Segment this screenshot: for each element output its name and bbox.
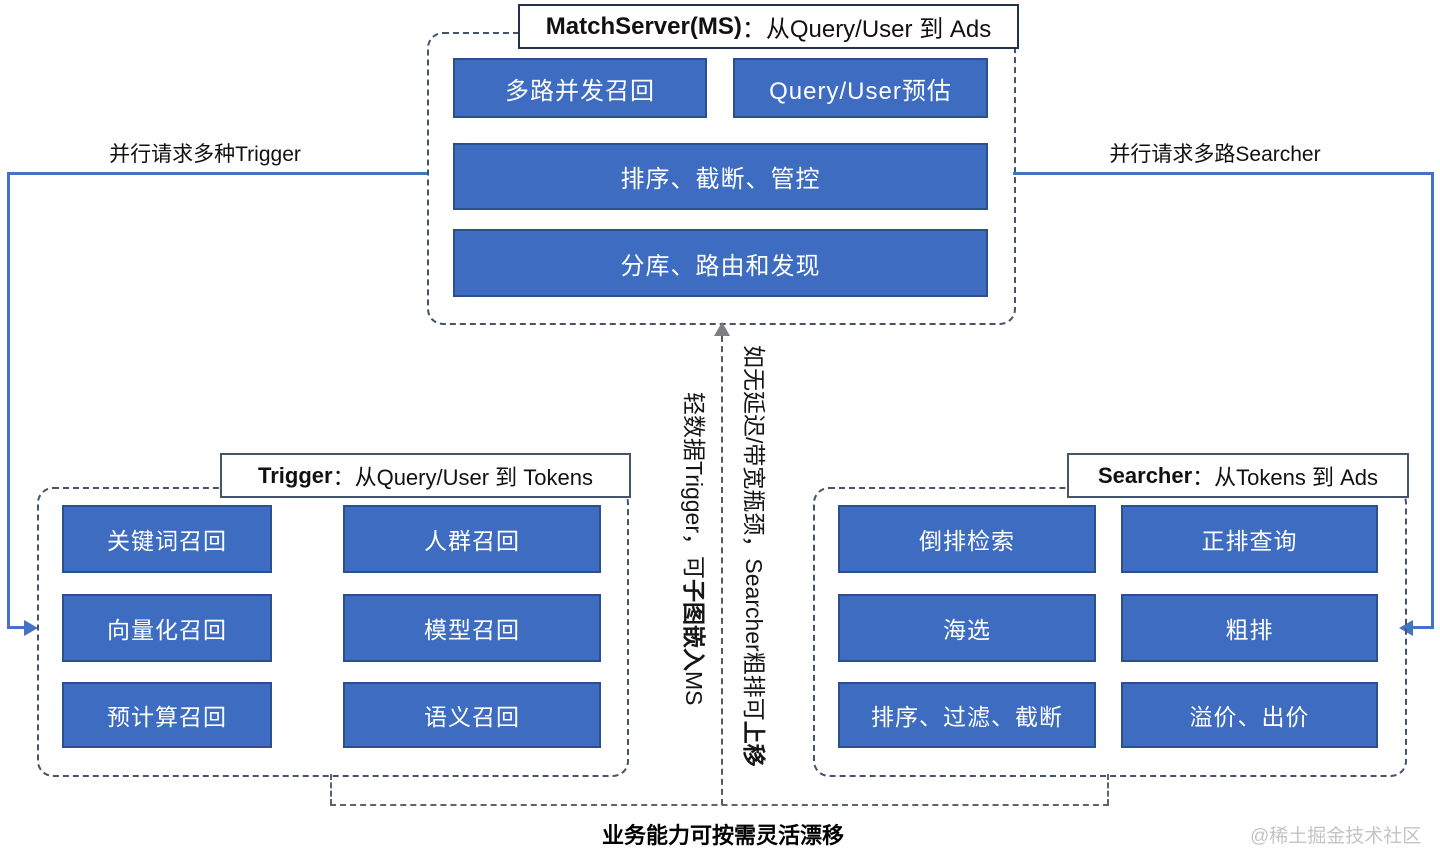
middle-up-arrowhead-icon: [714, 322, 730, 336]
left-connector-vertical-line: [7, 172, 10, 629]
right-connector-vertical-line: [1431, 172, 1434, 629]
trigger-cell-precompute-recall: 预计算召回: [62, 682, 272, 748]
right-vertical-note: 如无延迟/带宽瓶颈，Searcher粗排可上移: [740, 345, 768, 767]
trigger-cell-model-recall: 模型召回: [343, 594, 601, 662]
middle-dashed-line: [721, 336, 723, 805]
trigger-title-bold: Trigger: [258, 462, 333, 488]
left-vertical-note-bold: 子图嵌入: [681, 579, 707, 671]
left-connector-top-line: [7, 172, 427, 175]
ms-cell-query-user-predict: Query/User预估: [733, 58, 988, 118]
ms-cell-rank-truncate-control: 排序、截断、管控: [453, 143, 988, 210]
trigger-cell-semantic-recall: 语义召回: [343, 682, 601, 748]
bottom-bracket-horizontal-line: [330, 804, 1109, 806]
ms-cell-sharding-routing-discovery: 分库、路由和发现: [453, 229, 988, 297]
searcher-cell-rough-selection: 海选: [838, 594, 1096, 662]
ms-cell-concurrent-recall: 多路并发召回: [453, 58, 707, 118]
left-vertical-note-pre: 轻数据Trigger，可: [681, 392, 707, 579]
searcher-cell-inverted-index: 倒排检索: [838, 505, 1096, 573]
right-connector-top-line: [1013, 172, 1434, 175]
searcher-cell-coarse-rank: 粗排: [1121, 594, 1378, 662]
right-vertical-note-pre: 如无延迟/带宽瓶颈，Searcher粗排可: [741, 345, 767, 721]
searcher-cell-premium-bid: 溢价、出价: [1121, 682, 1378, 748]
searcher-title-rest: ：从Tokens 到 Ads: [1192, 464, 1379, 490]
bottom-caption: 业务能力可按需灵活漂移: [601, 823, 844, 848]
watermark: @稀土掘金技术社区: [1250, 826, 1422, 847]
searcher-cell-sort-filter-truncate: 排序、过滤、截断: [838, 682, 1096, 748]
trigger-title: Trigger：从Query/User 到 Tokens: [220, 453, 631, 498]
trigger-cell-vector-recall: 向量化召回: [62, 594, 272, 662]
right-vertical-note-bold: 上移: [741, 720, 767, 767]
matchserver-title: MatchServer(MS)：从Query/User 到 Ads: [518, 4, 1019, 49]
searcher-title-bold: Searcher: [1097, 462, 1193, 488]
trigger-title-rest: ：从Query/User 到 Tokens: [332, 464, 593, 490]
matchserver-title-rest: ：从Query/User 到 Ads: [741, 16, 992, 43]
searcher-cell-forward-query: 正排查询: [1121, 505, 1378, 573]
left-connector-label: 并行请求多种Trigger: [109, 143, 301, 166]
left-vertical-note-post: MS: [681, 671, 707, 706]
left-connector-bottom-line: [7, 626, 27, 629]
trigger-cell-crowd-recall: 人群召回: [343, 505, 601, 573]
trigger-cell-keyword-recall: 关键词召回: [62, 505, 272, 573]
left-vertical-note: 轻数据Trigger，可子图嵌入MS: [680, 392, 708, 706]
left-connector-arrowhead-icon: [24, 620, 38, 636]
bottom-bracket-right-stub: [1107, 774, 1109, 805]
right-connector-label: 并行请求多路Searcher: [1109, 143, 1321, 166]
bottom-bracket-left-stub: [330, 774, 332, 805]
searcher-title: Searcher：从Tokens 到 Ads: [1067, 453, 1409, 498]
right-connector-bottom-line: [1413, 626, 1434, 629]
matchserver-title-bold: MatchServer(MS): [545, 12, 742, 40]
